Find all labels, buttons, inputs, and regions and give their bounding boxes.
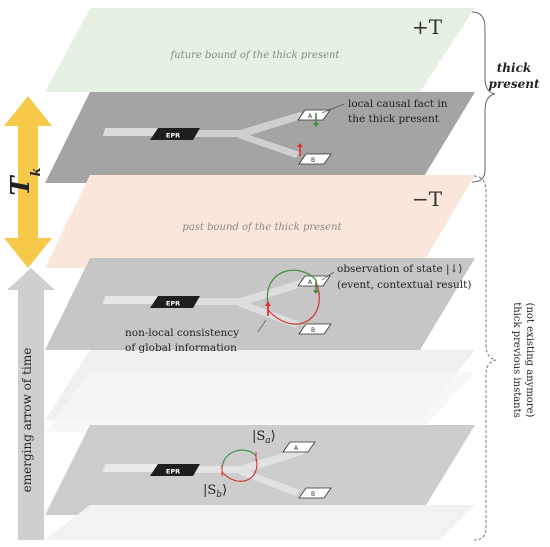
beam-to-a [195,280,305,305]
local-causal-line2: the thick present [348,113,440,125]
tk-label: T [6,175,36,196]
detector-b [298,323,332,335]
state-loop-green [221,449,257,469]
time-arrow-label: emerging arrow of time [20,348,34,493]
detector-a [297,275,331,287]
minus-t-label: −T [412,187,443,211]
beam-to-b [238,132,300,158]
middle-plane-diagram: EPR A B observation of state |↓⟩ (event,… [103,263,471,354]
plus-t-label: +T [412,15,443,39]
detector-b-label: B [311,157,315,164]
detector-a [282,441,316,453]
epr-source [150,464,200,476]
red-arrow-head [265,301,271,306]
nonlocal-line2: of global information [125,342,237,354]
epr-label: EPR [166,468,180,476]
plane-bottom [45,425,475,515]
detector-a [297,109,331,121]
observation-leader [321,271,335,281]
previous-instants-label-2: (not existing anymore) [524,303,535,418]
consistency-loop-red [267,281,320,325]
detector-a-label: A [308,113,313,120]
plane-top-dark [45,92,475,183]
state-loop-red [221,457,258,482]
detector-a-label: A [308,279,313,286]
nonlocal-line1: non-local consistency [125,327,239,339]
state-b-label: |Sb⟩ [203,483,227,500]
plane-middle [45,258,475,350]
thick-present-label-2: present [488,77,539,91]
top-plane-diagram: EPR A B local causal fact in the thick p… [103,98,448,165]
green-arrow-head [313,290,319,294]
observation-line2: (event, contextual result) [337,279,471,291]
detector-b-label: B [311,491,315,498]
observation-line1: observation of state |↓⟩ [337,263,462,276]
local-causal-line1: local causal fact in [348,98,448,110]
detector-b [298,487,332,499]
tk-subscript: k [29,167,44,176]
plane-faded-2 [45,372,475,432]
epr-source [150,296,200,308]
epr-source [150,128,200,140]
red-arrow-head [297,143,303,147]
epr-label: EPR [166,132,180,140]
epr-label: EPR [166,300,180,308]
green-arrow-head [313,123,319,127]
tk-double-arrow [4,96,52,268]
beam-left [103,464,160,472]
consistency-loop-green [266,269,317,306]
beam-left [103,128,160,136]
nonlocal-leader [257,319,267,333]
past-bound-label: past bound of the thick present [182,222,342,233]
future-bound-plane [45,8,475,92]
detector-b [298,153,332,165]
beam-to-b [238,300,300,328]
previous-instants-label-1: thick previous instants [511,302,522,418]
detector-a-label: A [294,445,299,452]
future-bound-label: future bound of the thick present [170,50,341,61]
previous-instants-brace [473,175,497,541]
beam-left [103,296,160,304]
time-arrow [7,268,55,540]
state-a-label: |Sa⟩ [252,429,276,446]
thick-present-brace [471,11,496,183]
annotation-leader [321,103,345,114]
past-bound-plane [45,175,475,268]
thick-present-label-1: thick [497,61,531,75]
detector-b-label: B [311,327,315,334]
plane-faded-3 [45,505,475,540]
bottom-plane-diagram: EPR A B |Sa⟩ |Sb⟩ [103,429,332,500]
beam-to-a [195,112,305,137]
